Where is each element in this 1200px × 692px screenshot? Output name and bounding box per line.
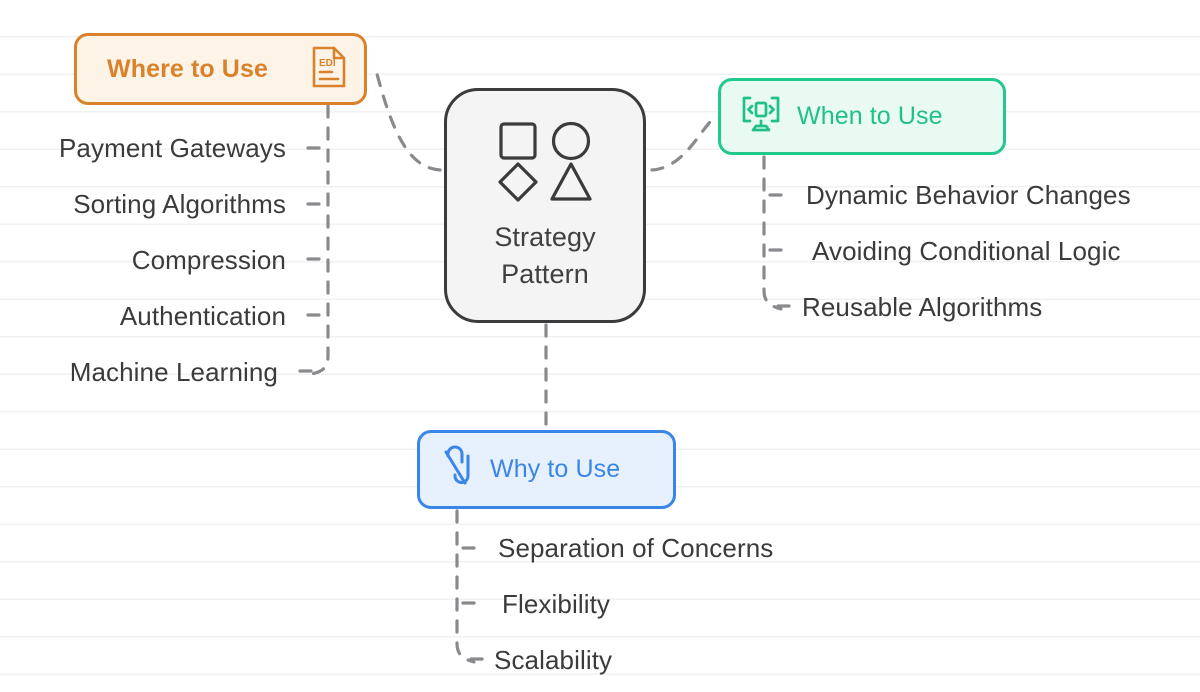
center-node-strategy-pattern[interactable]: Strategy Pattern bbox=[444, 88, 646, 323]
leaf-why-2[interactable]: Scalability bbox=[494, 645, 613, 675]
branch-node-where-to-use[interactable]: Where to Use EDI bbox=[74, 33, 367, 105]
branch-label-where: Where to Use bbox=[107, 54, 268, 83]
branch-label-why: Why to Use bbox=[490, 455, 621, 483]
leaf-where-4[interactable]: Machine Learning bbox=[69, 357, 278, 387]
center-label-line1: Strategy bbox=[494, 221, 596, 252]
branch-node-why-to-use[interactable]: Why to Use bbox=[417, 430, 676, 509]
svg-text:EDI: EDI bbox=[319, 58, 336, 69]
center-label-line2: Pattern bbox=[501, 259, 589, 289]
spine-why bbox=[455, 509, 476, 664]
leaf-where-2[interactable]: Compression bbox=[131, 245, 286, 275]
branch-label-when: When to Use bbox=[797, 102, 943, 130]
center-node-label: Strategy Pattern bbox=[494, 219, 595, 294]
leaf-when-0[interactable]: Dynamic Behavior Changes bbox=[806, 180, 1131, 210]
safety-pin-icon bbox=[438, 442, 482, 497]
leaf-why-0[interactable]: Separation of Concerns bbox=[498, 533, 774, 563]
monitor-code-icon bbox=[739, 94, 783, 139]
leaf-when-1[interactable]: Avoiding Conditional Logic bbox=[812, 236, 1121, 266]
spine-when bbox=[762, 155, 783, 311]
edi-document-icon: EDI bbox=[310, 45, 348, 94]
leaf-where-0[interactable]: Payment Gateways bbox=[58, 133, 286, 163]
spine-where bbox=[309, 104, 330, 376]
leaf-where-3[interactable]: Authentication bbox=[119, 301, 286, 331]
edge-center-where bbox=[375, 72, 442, 172]
edge-center-when bbox=[650, 116, 716, 172]
branch-node-when-to-use[interactable]: When to Use bbox=[718, 78, 1006, 155]
leaf-where-1[interactable]: Sorting Algorithms bbox=[73, 189, 286, 219]
shapes-icon bbox=[493, 118, 597, 209]
leaf-why-1[interactable]: Flexibility bbox=[502, 589, 611, 619]
leaf-when-2[interactable]: Reusable Algorithms bbox=[802, 292, 1043, 322]
